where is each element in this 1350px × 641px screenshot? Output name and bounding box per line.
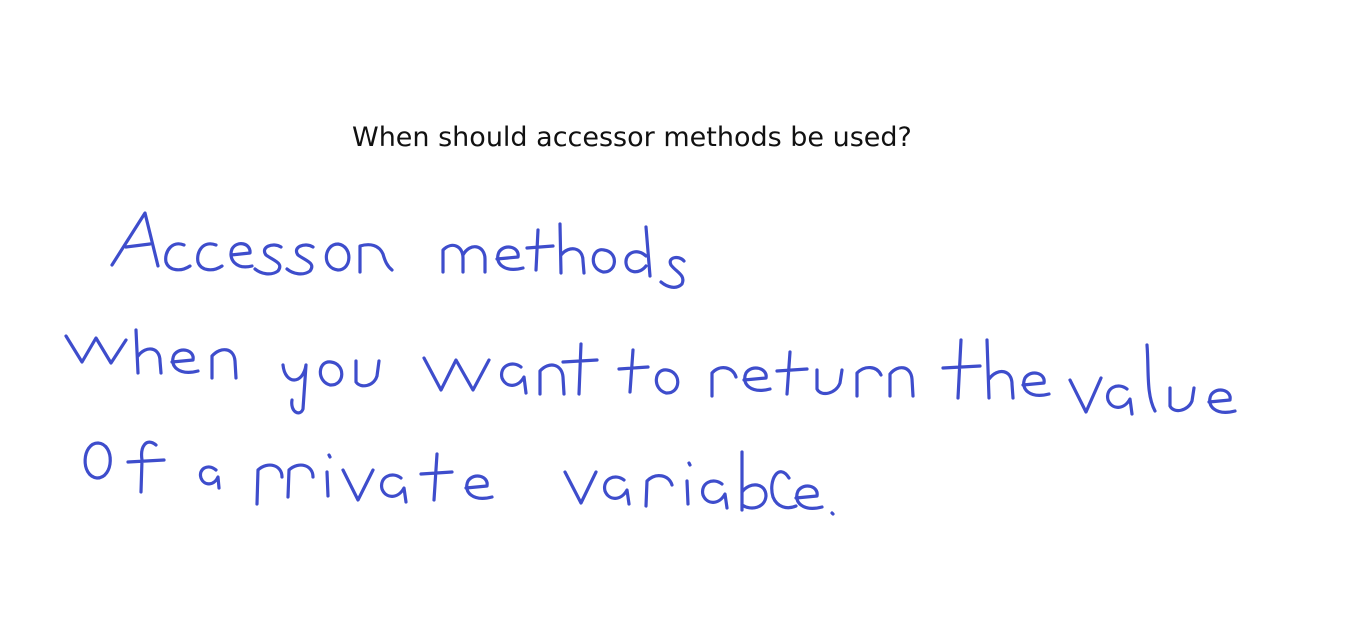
ink-stroke xyxy=(419,452,454,502)
ink-stroke xyxy=(83,441,112,480)
ink-stroke xyxy=(525,228,555,272)
ink-stroke xyxy=(1207,388,1237,414)
ink-stroke xyxy=(495,245,525,271)
ink-stroke xyxy=(740,450,768,512)
ink-stroke xyxy=(379,473,408,504)
ink-stroke xyxy=(591,248,616,274)
ink-stroke xyxy=(253,243,283,276)
ink-stroke xyxy=(126,440,166,494)
ink-stroke xyxy=(775,350,809,396)
ink-stroke xyxy=(700,479,729,510)
ink-stroke xyxy=(855,366,883,398)
ink-stroke xyxy=(341,468,375,502)
ink-stroke xyxy=(830,511,835,516)
ink-stroke xyxy=(354,359,381,388)
ink-stroke xyxy=(685,461,692,506)
ink-stroke xyxy=(134,328,163,375)
ink-stroke xyxy=(281,363,308,415)
ink-stroke xyxy=(196,242,224,272)
ink-stroke xyxy=(941,338,982,400)
ink-stroke xyxy=(644,474,674,508)
ink-stroke xyxy=(198,465,221,490)
ink-stroke xyxy=(1168,386,1196,413)
ink-stroke xyxy=(710,366,738,398)
ink-stroke xyxy=(422,356,491,392)
ink-stroke xyxy=(659,255,686,289)
ink-stroke xyxy=(617,348,650,394)
ink-stroke xyxy=(164,242,192,272)
ink-stroke xyxy=(229,242,254,269)
handwritten-line-1 xyxy=(110,211,686,289)
ink-stroke xyxy=(654,368,680,395)
ink-stroke xyxy=(538,363,566,396)
ink-stroke xyxy=(110,211,160,268)
ink-stroke xyxy=(464,474,494,500)
ink-stroke xyxy=(558,222,586,275)
handwritten-line-3 xyxy=(83,440,835,516)
ink-stroke xyxy=(1021,371,1051,397)
ink-stroke xyxy=(318,360,344,387)
handwritten-line-2 xyxy=(64,328,1237,416)
ink-stroke xyxy=(561,342,599,396)
ink-stroke xyxy=(255,463,284,506)
ink-stroke xyxy=(794,484,824,510)
ink-stroke xyxy=(324,242,351,272)
ink-stroke xyxy=(1105,384,1134,416)
ink-stroke xyxy=(624,225,652,278)
ink-stroke xyxy=(563,470,598,505)
ink-stroke xyxy=(170,348,200,374)
ink-stroke xyxy=(325,453,332,498)
ink-stroke xyxy=(210,348,238,380)
ink-stroke xyxy=(888,366,915,398)
ink-stroke xyxy=(1068,376,1103,414)
ink-stroke xyxy=(1145,343,1157,413)
ink-stroke xyxy=(64,334,128,365)
ink-stroke xyxy=(985,338,1015,400)
ink-stroke xyxy=(441,243,487,274)
ink-stroke xyxy=(499,362,528,395)
question-text: When should accessor methods be used? xyxy=(352,122,912,153)
ink-stroke xyxy=(602,475,631,506)
ink-stroke xyxy=(285,243,315,276)
ink-stroke xyxy=(815,368,844,396)
ink-stroke xyxy=(770,470,798,510)
ink-stroke xyxy=(742,366,772,392)
ink-stroke xyxy=(358,243,394,274)
ink-stroke xyxy=(286,463,315,499)
